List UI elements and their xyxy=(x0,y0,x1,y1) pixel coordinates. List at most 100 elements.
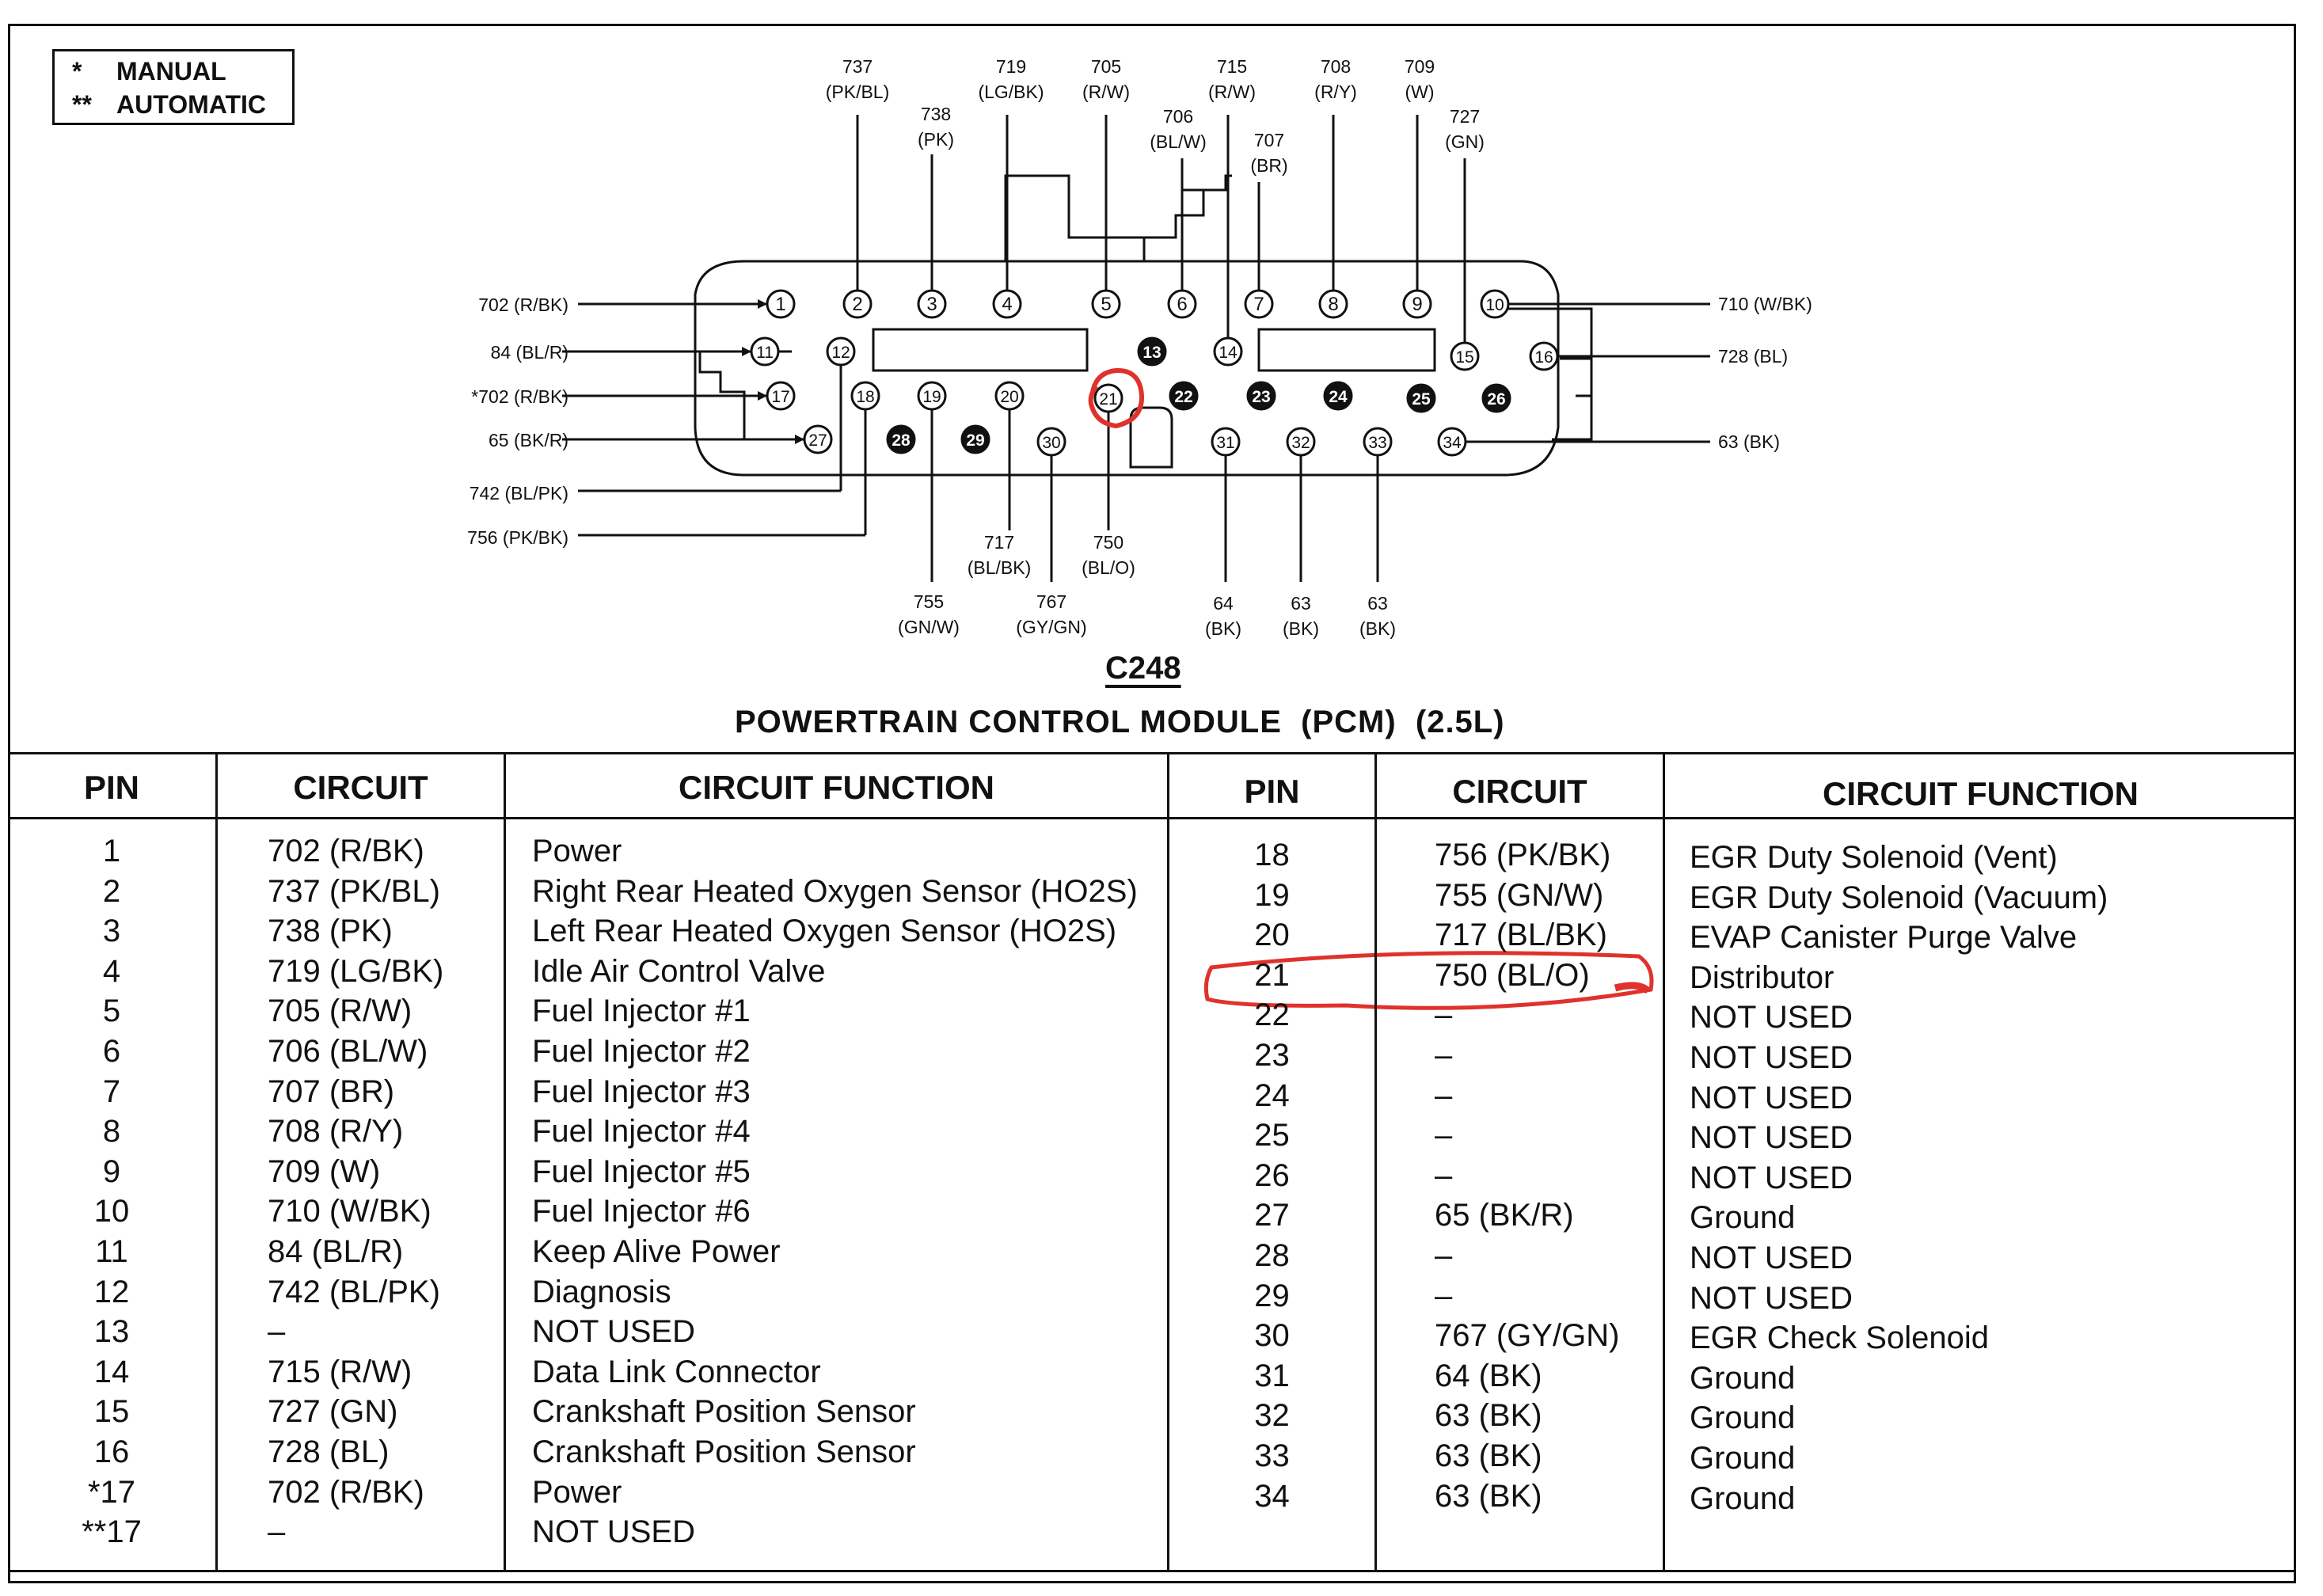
table-cell-pin: 28 xyxy=(1254,1237,1290,1273)
table-cell-function: Fuel Injector #2 xyxy=(532,1033,751,1069)
table-cell-circuit: – xyxy=(1435,998,1453,1033)
table-cell-circuit: 64 (BK) xyxy=(1435,1358,1542,1393)
header-circuit-right: CIRCUIT xyxy=(1452,773,1587,810)
pin-number: 18 xyxy=(856,388,874,406)
table-cell-pin: 33 xyxy=(1254,1438,1290,1473)
pin-cavity-11 xyxy=(750,336,780,367)
col-divider xyxy=(1374,752,1377,1571)
wire-label: 708 xyxy=(1321,56,1351,77)
pin-cavity-2 xyxy=(842,289,873,319)
table-cell-pin: 11 xyxy=(95,1233,128,1269)
table-cell-pin: 21 xyxy=(1254,957,1290,993)
table-cell-pin: 29 xyxy=(1254,1278,1290,1313)
pin-cavity-25 xyxy=(1406,383,1436,413)
table-cell-circuit: – xyxy=(268,1514,286,1550)
wire-arrow xyxy=(758,391,767,401)
table-cell-pin: 31 xyxy=(1254,1358,1290,1393)
table-cell-function: EGR Duty Solenoid (Vent) xyxy=(1690,840,2058,875)
table-cell-pin: 10 xyxy=(93,1194,130,1229)
wire-label: 706 xyxy=(1163,106,1193,127)
table-cell-circuit: – xyxy=(1435,1118,1453,1153)
diagram-frame xyxy=(8,24,2296,1583)
pin-cavity-3 xyxy=(917,289,947,319)
table-cell-pin: 14 xyxy=(93,1354,130,1389)
table-cell-pin: 30 xyxy=(1254,1318,1290,1354)
table-top-rule xyxy=(8,752,2296,754)
wire-label: (BL/O) xyxy=(1082,557,1135,578)
wire-trace-top xyxy=(1144,174,1232,239)
pin-cavity-14 xyxy=(1213,336,1243,367)
legend-symbol: ** xyxy=(72,90,92,119)
wire-label: 84 (BL/R) xyxy=(491,342,568,363)
table-cell-function: Fuel Injector #3 xyxy=(532,1074,751,1109)
table-cell-function: Fuel Injector #6 xyxy=(532,1194,751,1229)
table-cell-circuit: 65 (BK/R) xyxy=(1435,1198,1574,1233)
legend-row-manual: *MANUAL xyxy=(72,55,292,88)
pin-cavity-15 xyxy=(1450,341,1480,371)
col-divider xyxy=(504,752,506,1571)
wire-label: 715 xyxy=(1217,56,1247,77)
table-cell-circuit: 755 (GN/W) xyxy=(1435,877,1604,913)
wire-trace-left xyxy=(698,350,816,441)
pin-number: 25 xyxy=(1412,390,1431,408)
pin-number: 20 xyxy=(1000,388,1018,406)
wire-label: 707 xyxy=(1254,130,1284,150)
legend-text: AUTOMATIC xyxy=(116,90,267,119)
wire-label: (GN) xyxy=(1445,131,1485,152)
wire-label: (BK) xyxy=(1205,618,1241,639)
pin-number: 31 xyxy=(1216,434,1234,452)
header-function-right: CIRCUIT FUNCTION xyxy=(1823,775,2139,812)
module-title: POWERTRAIN CONTROL MODULE (PCM) (2.5L) xyxy=(735,705,1505,739)
table-cell-function: Fuel Injector #4 xyxy=(532,1114,751,1150)
table-cell-circuit: – xyxy=(1435,1237,1453,1273)
function-column-right: EGR Duty Solenoid (Vent)EGR Duty Solenoi… xyxy=(1690,838,2108,1518)
pin-cavity-17 xyxy=(766,381,796,411)
table-cell-circuit: 717 (BL/BK) xyxy=(1435,918,1607,953)
table-cell-function: Keep Alive Power xyxy=(532,1233,781,1269)
table-cell-pin: 8 xyxy=(102,1114,121,1150)
table-cell-pin: 22 xyxy=(1254,998,1290,1033)
wire-label: 63 (BK) xyxy=(1718,431,1780,452)
table-cell-function: NOT USED xyxy=(1690,1000,1853,1036)
table-cell-circuit: 63 (BK) xyxy=(1435,1478,1542,1514)
pin-cavity-30 xyxy=(1036,427,1066,457)
table-cell-function: Ground xyxy=(1690,1480,1796,1516)
pin-number: 10 xyxy=(1485,296,1504,314)
wire-trace-top xyxy=(1004,174,1146,261)
wire-label: *702 (R/BK) xyxy=(471,386,568,407)
wire-label: 742 (BL/PK) xyxy=(470,483,568,504)
pin-cavity-7 xyxy=(1244,289,1274,319)
pin-cavity-28 xyxy=(886,424,916,454)
table-cell-circuit: 707 (BR) xyxy=(268,1074,395,1109)
pin-cavity-1 xyxy=(766,289,796,319)
wire-label: (BL/W) xyxy=(1150,131,1207,152)
pin-cavity-21 xyxy=(1093,383,1123,413)
pin-number: 15 xyxy=(1455,348,1473,367)
wire-label: (BK) xyxy=(1283,618,1319,639)
table-cell-pin: 34 xyxy=(1254,1478,1290,1514)
table-cell-circuit: 63 (BK) xyxy=(1435,1438,1542,1473)
wire-label: (PK/BL) xyxy=(826,82,890,102)
table-cell-pin: **17 xyxy=(82,1514,142,1550)
table-cell-pin: *17 xyxy=(87,1474,136,1510)
wire-label: (GN/W) xyxy=(898,617,960,637)
table-cell-function: Left Rear Heated Oxygen Sensor (HO2S) xyxy=(532,914,1117,949)
table-cell-function: NOT USED xyxy=(532,1314,695,1350)
table-cell-pin: 20 xyxy=(1254,918,1290,953)
wire-label: (R/W) xyxy=(1082,82,1130,102)
pin-cavity-13 xyxy=(1137,336,1167,367)
pin-cavity-34 xyxy=(1437,427,1467,457)
connector-slot-left xyxy=(872,328,1089,372)
pin-cavity-19 xyxy=(917,381,947,411)
wire-label: 717 xyxy=(984,532,1014,553)
wire-label: 719 xyxy=(996,56,1026,77)
table-cell-function: EVAP Canister Purge Valve xyxy=(1690,920,2078,956)
pin-number: 13 xyxy=(1142,344,1161,362)
table-cell-circuit: 710 (W/BK) xyxy=(268,1194,432,1229)
wire-label: 65 (BK/R) xyxy=(489,430,568,450)
table-cell-circuit: 708 (R/Y) xyxy=(268,1114,404,1150)
table-cell-pin: 24 xyxy=(1254,1077,1290,1113)
